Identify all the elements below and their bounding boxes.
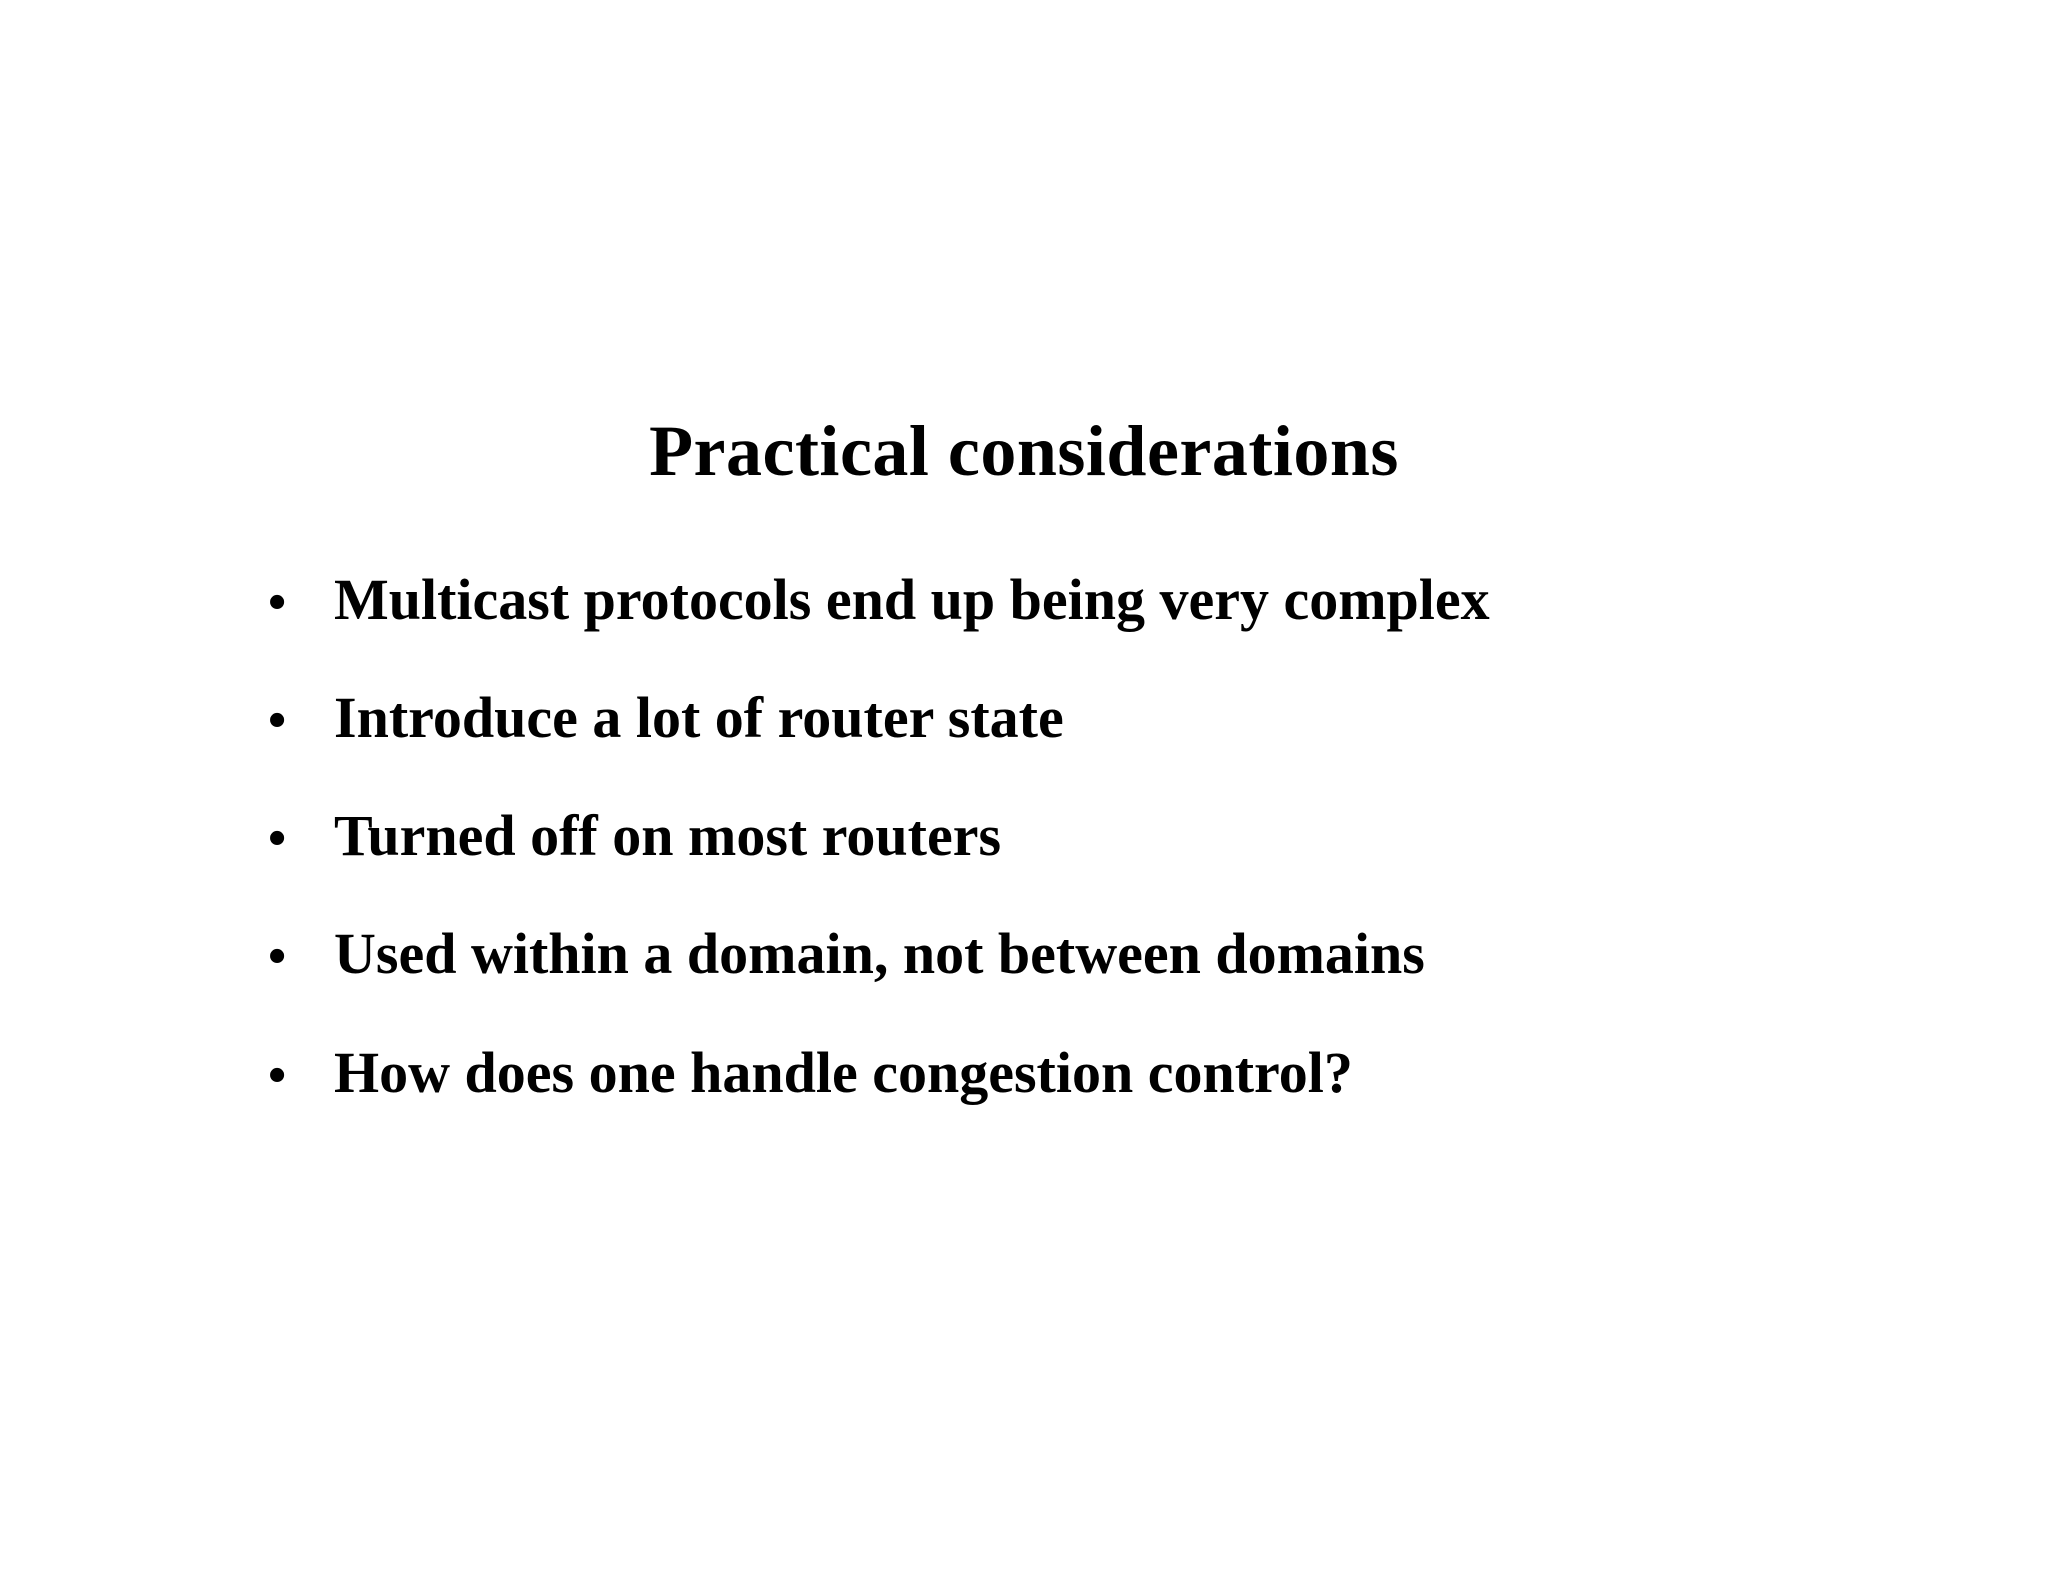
slide-title: Practical considerations: [649, 411, 1399, 491]
bullet-icon: •: [268, 810, 287, 868]
bullet-list: • Multicast protocols end up being very …: [268, 563, 1928, 1108]
bullet-text: How does one handle congestion control?: [334, 1039, 1353, 1105]
bullet-item: • How does one handle congestion control…: [268, 1036, 1928, 1109]
bullet-item: • Multicast protocols end up being very …: [268, 563, 1928, 636]
bullet-icon: •: [268, 574, 287, 632]
bullet-icon: •: [268, 692, 287, 750]
bullet-text: Turned off on most routers: [334, 803, 1002, 869]
bullet-icon: •: [268, 928, 287, 986]
bullet-item: • Used within a domain, not between doma…: [268, 917, 1928, 990]
bullet-text: Multicast protocols end up being very co…: [334, 567, 1490, 633]
bullet-item: • Introduce a lot of router state: [268, 681, 1928, 754]
bullet-text: Introduce a lot of router state: [334, 685, 1064, 751]
bullet-item: • Turned off on most routers: [268, 799, 1928, 872]
bullet-text: Used within a domain, not between domain…: [334, 921, 1425, 987]
bullet-icon: •: [268, 1046, 287, 1104]
